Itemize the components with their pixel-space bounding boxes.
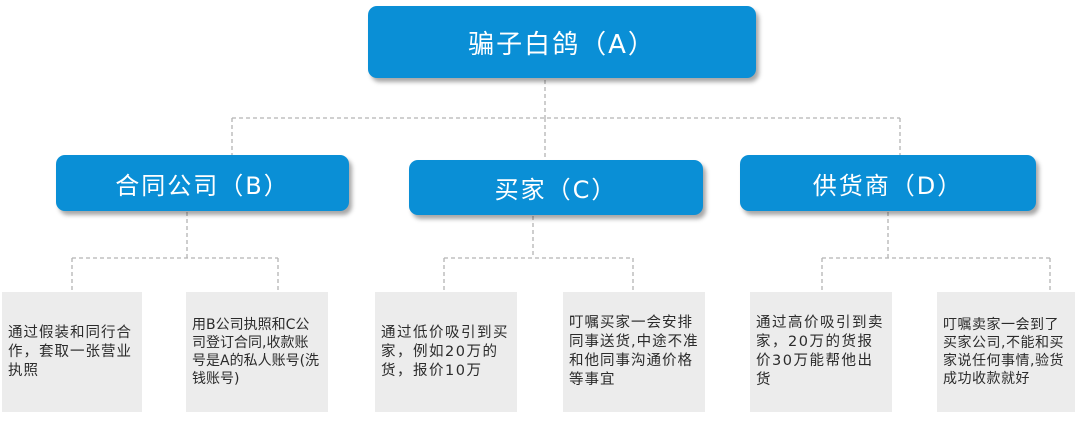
note-b-2: 用B公司执照和C公司登订合同,收款账号是A的私人账号(洗钱账号): [186, 292, 328, 412]
note-c-1-text: 通过低价吸引到买家，例如20万的货，报价10万: [381, 324, 509, 379]
note-b-2-text: 用B公司执照和C公司登订合同,收款账号是A的私人账号(洗钱账号): [192, 317, 320, 387]
node-b-label: 合同公司（B）: [115, 171, 290, 200]
node-d-supplier: 供货商（D）: [740, 155, 1036, 211]
node-c-label: 买家（C）: [494, 176, 618, 204]
note-d-2-text: 叮嘱卖家一会到了买家公司,不能和买家说任何事情,验货成功收款就好: [943, 317, 1064, 387]
node-root-a: 骗子白鸽（A）: [368, 6, 756, 78]
note-d-1-text: 通过高价吸引到卖家，20万的货报价30万能帮他出货: [756, 315, 884, 388]
note-c-1: 通过低价吸引到买家，例如20万的货，报价10万: [375, 292, 517, 412]
note-d-1: 通过高价吸引到卖家，20万的货报价30万能帮他出货: [750, 292, 892, 412]
note-b-1: 通过假装和同行合作，套取一张营业执照: [2, 292, 142, 412]
note-b-1-text: 通过假装和同行合作，套取一张营业执照: [8, 324, 132, 379]
node-d-label: 供货商（D）: [812, 171, 964, 200]
note-c-2-text: 叮嘱买家一会安排同事送货,中途不准和他同事沟通价格等事宜: [569, 315, 699, 388]
node-c-buyer: 买家（C）: [409, 160, 703, 215]
node-root-label: 骗子白鸽（A）: [468, 29, 656, 60]
note-c-2: 叮嘱买家一会安排同事送货,中途不准和他同事沟通价格等事宜: [563, 292, 705, 412]
note-d-2: 叮嘱卖家一会到了买家公司,不能和买家说任何事情,验货成功收款就好: [937, 292, 1075, 412]
node-b-contract-company: 合同公司（B）: [56, 155, 349, 211]
